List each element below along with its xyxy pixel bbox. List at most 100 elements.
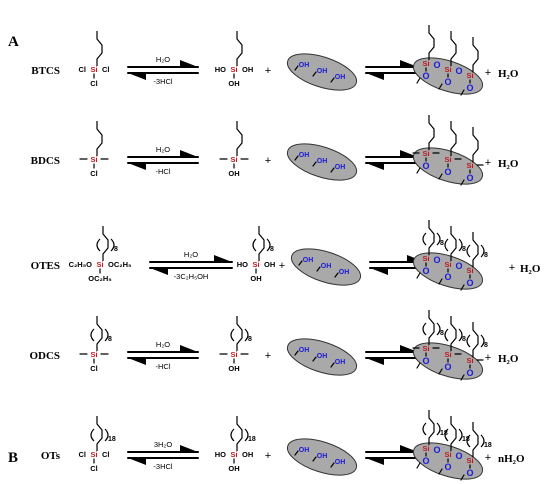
si-atom: Si [90,65,97,74]
repeat-count: 8 [108,336,112,343]
surface-hydroxyl: OH [335,359,346,366]
bottom-substituent: Cl [90,79,98,88]
bridging-oxygen: O [455,66,462,76]
grafted-si-atom: Si [466,266,473,275]
alkyl-chain [96,416,103,451]
left-substituent: HO [237,260,248,269]
surface-bond [460,89,465,96]
repeat-bracket [436,322,441,336]
surface-bond [438,173,443,180]
repeat-bracket [480,434,485,448]
oh-bond [316,266,321,272]
alkyl-chain [450,316,457,351]
surface-hydroxyl: OH [317,68,328,75]
plus-sign: + [265,350,271,362]
alkyl-chain [236,416,243,451]
repeat-bracket [422,232,427,246]
surface-bond [416,462,421,469]
surface-hydroxyl: OH [321,263,332,270]
byproduct-water: H₂O [520,263,541,275]
surface-oxygen: O [444,167,451,177]
forward-arrowhead [180,445,198,452]
repeat-bracket [244,428,249,442]
oh-bond [294,65,299,71]
surface-hydroxyl: OH [317,353,328,360]
surface-oxygen: O [466,173,473,183]
forward-arrowhead [180,345,198,352]
si-atom: Si [230,65,237,74]
reverse-arrowhead [366,358,384,365]
bottom-substituent: OH [228,79,239,88]
surface-bond [438,278,443,285]
surface-bond [438,468,443,475]
repeat-bracket [422,322,427,336]
grafted-si-atom: Si [422,149,429,158]
grafted-si-atom: Si [466,456,473,465]
surface-oxygen: O [422,161,429,171]
hydrolysis-equilibrium: H₂O-3HCl [127,55,199,86]
repeat-bracket [230,428,235,442]
oh-bond [312,161,317,167]
right-substituent: Cl [102,450,110,459]
grafted-si-atom: Si [466,71,473,80]
silane-name: OTs [41,450,61,462]
repeat-bracket [458,238,463,252]
alkyl-chain [236,316,243,351]
byproduct-water: H₂O [498,158,519,170]
si-atom: Si [252,260,259,269]
repeat-bracket [90,328,95,342]
alkyl-chain [102,226,109,261]
surface-hydroxyl: OH [339,269,350,276]
grafted-si-atom: Si [466,161,473,170]
alkyl-chain [428,220,435,255]
surface-hydroxyl: OH [299,62,310,69]
si-atom: Si [90,155,97,164]
reagent-label: H₂O [156,145,170,154]
hydrolysis-equilibrium: H₂O-HCl [127,340,199,371]
alkyl-chain [450,226,457,261]
alkyl-chain [450,121,457,156]
grafted-si-atom: Si [444,65,451,74]
reverse-arrowhead [370,268,388,275]
byproduct-label: -3HCl [153,77,173,86]
left-substituent: Cl [79,65,87,74]
plus-sign: + [279,260,285,272]
hydrolysis-equilibrium: H₂O-HCl [127,145,199,176]
surface-bond [438,368,443,375]
left-substituent: HO [215,450,226,459]
plus-sign: + [265,450,271,462]
hydrolysis-equilibrium: 3H₂O-3HCl [127,440,199,471]
repeat-bracket [230,328,235,342]
byproduct-label: -3C₂H₅OH [174,272,209,281]
repeat-count: 18 [462,436,470,443]
oh-bond [330,167,335,173]
grafting-equilibrium [365,445,419,465]
repeat-bracket [244,328,249,342]
forward-arrowhead [180,60,198,67]
left-substituent: HO [215,65,226,74]
si-atom: Si [230,450,237,459]
panel-label-b: B [8,450,18,466]
bottom-substituent: Cl [90,364,98,373]
silane-name: ODCS [29,350,60,362]
bridging-oxygen: O [433,445,440,455]
grafting-equilibrium [365,150,419,170]
plus-sign: + [485,352,491,364]
grafted-si-atom: Si [422,344,429,353]
bottom-substituent: Cl [90,464,98,473]
repeat-bracket [466,434,471,448]
